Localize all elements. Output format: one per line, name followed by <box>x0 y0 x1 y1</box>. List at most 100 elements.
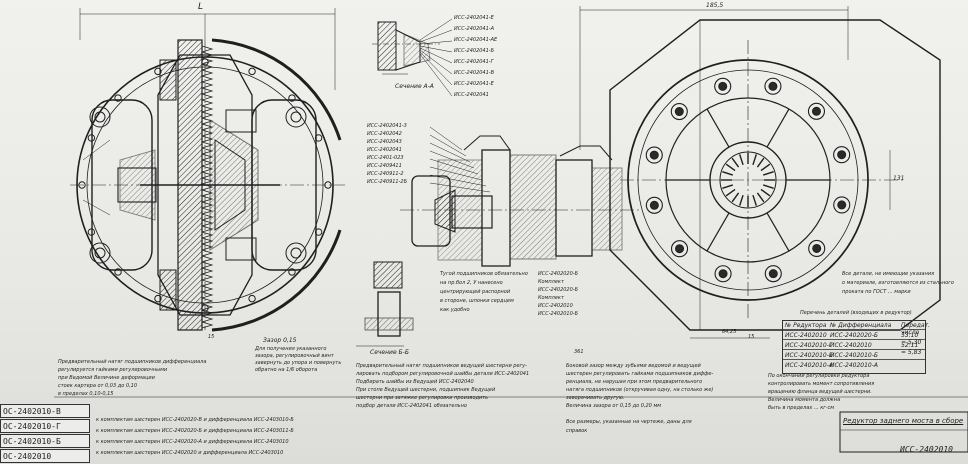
table-header: № Дифференциала <box>830 322 892 329</box>
note-line: заворачивать другую. <box>566 395 625 401</box>
part-number: ИСС-240911-2 <box>367 171 404 177</box>
leader-line <box>429 182 491 193</box>
table-cell: ИСС-2402010-Б <box>785 352 834 359</box>
bolt-center <box>649 150 659 160</box>
part-number: ИСС-2402010 <box>538 303 573 309</box>
note-line: Предварительный натяг подшипников диффер… <box>58 359 207 365</box>
part-number: ИСС-2402041-3 <box>367 123 407 129</box>
section-a-a <box>372 18 453 97</box>
part-number: ИСС-2402041-Г <box>454 59 494 65</box>
bolt-center <box>718 81 728 91</box>
table-header: № Редуктора <box>785 322 827 329</box>
flange-spoke <box>766 212 790 252</box>
note-line: о материале, изготовляются из стального <box>842 280 954 286</box>
section-aa-label: Сечение А-А <box>395 83 434 90</box>
gear-tooth <box>201 99 214 107</box>
gear-tooth <box>201 255 214 263</box>
table-cell: 52:11 = 5,83 <box>901 342 922 356</box>
part-number: ИСС-2402041-Е <box>454 81 494 87</box>
note-line: натяга подшипников (откручивая одну, на … <box>566 387 714 393</box>
part-number: ИСС-2401-023 <box>367 155 404 161</box>
drawing-number: ИСС-2402010 <box>900 445 953 454</box>
bolt-head <box>645 146 663 164</box>
drawing-title: Редуктор заднего моста в сборе <box>843 417 964 425</box>
spline-tooth <box>731 157 740 168</box>
dimensions-reference-note: Все размеры, указанные на чертеже, даны … <box>566 420 746 440</box>
revision-tags: ОС-2402010-В ОС-2402010-Г ОС-2402010-Б О… <box>0 404 90 464</box>
flange-spoke <box>706 212 730 252</box>
bolt-hole <box>288 268 296 276</box>
bolt-center <box>675 244 685 254</box>
gear-tooth <box>201 51 214 59</box>
note-line: ренциала, не нарушая при этом предварите… <box>566 379 703 385</box>
gear-tooth <box>201 303 214 311</box>
note-line: Все размеры, указанные на чертеже, даны … <box>566 419 692 425</box>
note-line: регулируется гайками регулировочными <box>58 367 168 373</box>
bolt-hole <box>248 67 256 76</box>
part-number: ИСС-2402041-Е <box>454 15 494 21</box>
spline-tooth <box>738 195 744 206</box>
bolt-center <box>811 106 821 116</box>
pinion-note: Предварительный натяг подшипников ведуще… <box>356 364 552 414</box>
part-number: ИСС-2402041 <box>454 92 489 98</box>
table-row: ИСС-2402010-Б ИСС-2402010-Б <box>783 351 925 360</box>
note-line: Подбирать шайбы из Ведущей ИСС-2402040 <box>356 379 474 385</box>
revision-tag: ОС-2402010-Б <box>0 434 90 448</box>
part-number-list-mid: ИСС-2402020-Б Комплект ИСС-2402020-Б Ком… <box>538 272 602 322</box>
part-number: ИСС-2402041 <box>367 147 402 153</box>
part-number: ИСС-2402043 <box>367 139 402 145</box>
part-number: ИСС-2402041-А <box>454 26 495 32</box>
note-line: По окончании регулировки редуктора <box>768 373 870 379</box>
leader-line <box>419 49 453 75</box>
part-number-caption: Комплект <box>538 295 564 301</box>
part-number: ИСС-240911-2Б <box>367 179 408 185</box>
gap-note-line: Для получения указанного <box>255 346 327 352</box>
note-line: подбор детали ИСС-2402041 обязательно <box>356 403 467 409</box>
bolt-hole <box>114 268 122 276</box>
leader-line <box>429 126 463 151</box>
bolt-center <box>837 150 847 160</box>
part-number-caption: Комплект <box>538 279 564 285</box>
part-number: ИСС-2409411 <box>367 163 402 169</box>
part-number-list-top: ИСС-2402041-Е ИСС-2402041-А ИСС-2402041-… <box>454 16 524 108</box>
gear-tooth <box>201 81 214 89</box>
gear-tooth <box>201 111 214 119</box>
leader-line <box>429 158 479 175</box>
gear-tooth <box>201 309 214 317</box>
bolt-hole <box>114 94 122 102</box>
gear-tooth <box>201 57 214 65</box>
dimension-label-overall: 185,5 <box>706 2 724 9</box>
bolt-center <box>812 243 822 253</box>
spline-tooth <box>763 184 774 190</box>
spec-line: к комплектам шестерен ИСС-2402020-А и ди… <box>96 439 289 445</box>
spline-tooth <box>760 188 771 197</box>
bolt-head <box>645 196 663 214</box>
spec-line: к комплектам шестерен ИСС-2402020 и дифф… <box>96 450 284 456</box>
leader-line <box>429 134 467 157</box>
bolt-center <box>768 81 778 91</box>
torque-note-line: в стороне, шпонки сердцем <box>440 298 514 304</box>
note-line: Величина зазора от 0,15 до 0,20 мм <box>566 403 661 409</box>
note-line: Боковой зазор между зубьями ведомой и ве… <box>566 363 701 369</box>
leader-line <box>419 47 453 64</box>
table-header: Передат. число <box>901 322 930 336</box>
dimension-label-a: 15 <box>208 334 215 340</box>
section-bb-label: Сечение Б-Б <box>370 349 409 356</box>
part-number: ИСС-2402020-Б <box>538 271 579 277</box>
revision-tag: ОС-2402010-Г <box>0 419 90 433</box>
part-number: ИСС-2402041-В <box>454 70 495 76</box>
spline-tooth <box>725 163 736 172</box>
torque-note: Тугой подшипников обязательно на пр.бол … <box>440 272 536 318</box>
table-cell: ИСС-2402010-А <box>785 362 834 369</box>
gap-note: Зазор 0,15 Для получения указанного зазо… <box>255 338 375 378</box>
table-header-row: № Редуктора № Дифференциала Передат. чис… <box>783 321 930 336</box>
leader-line <box>419 40 453 45</box>
gear-tooth <box>201 93 214 101</box>
spline-tooth <box>756 157 765 168</box>
leader-line <box>429 150 475 169</box>
dimension-label-b: 64,25 <box>722 329 737 335</box>
gear-tooth <box>201 261 214 269</box>
note-line: Предварительный натяг подшипников ведуще… <box>356 363 527 369</box>
spline-tooth <box>752 195 758 206</box>
